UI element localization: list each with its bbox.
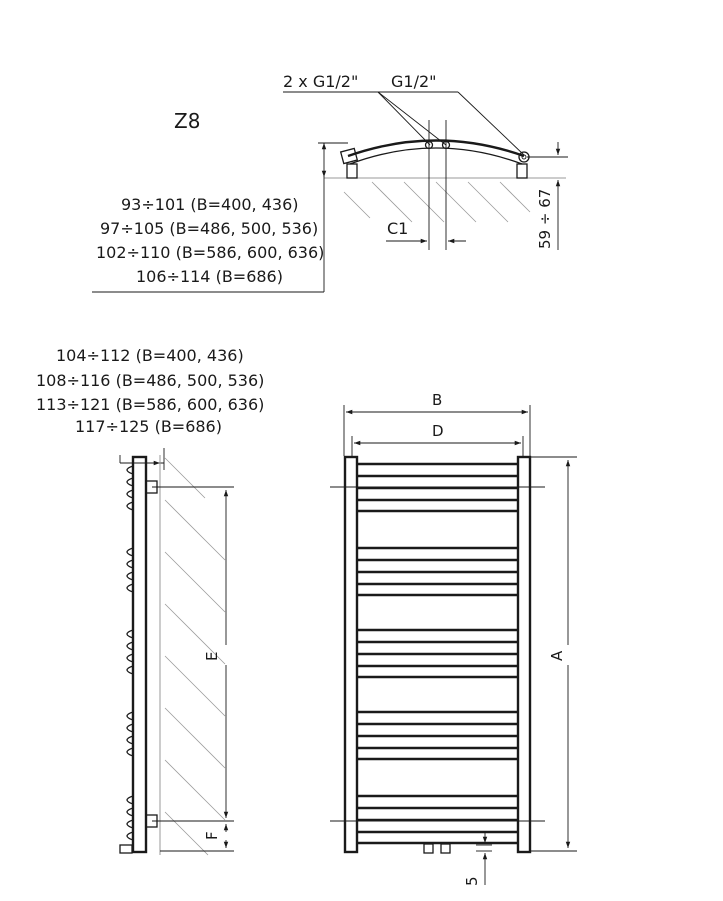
top-view: 2 x G1/2" G1/2" C: [92, 72, 568, 293]
side-depth-line-3: 113÷121 (B=586, 600, 636): [36, 395, 264, 414]
top-depth-line-2: 97÷105 (B=486, 500, 536): [100, 219, 318, 238]
top-depth-line-1: 93÷101 (B=400, 436): [121, 195, 299, 214]
side-depth-line-1: 104÷112 (B=400, 436): [56, 346, 244, 365]
top-view-wall-hatch: [343, 181, 531, 223]
side-view-wall-hatch: [164, 457, 226, 856]
bottom-gap-label: 5: [463, 876, 481, 886]
top-depth-line-4: 106÷114 (B=686): [136, 267, 283, 286]
connection-label-double: 2 x G1/2": [283, 72, 358, 91]
front-view: B D A: [330, 391, 577, 886]
top-view-collector: [347, 139, 525, 158]
side-view-frame: [131, 455, 148, 854]
c1-label: C1: [387, 219, 408, 238]
side-depth-line-2: 108÷116 (B=486, 500, 536): [36, 371, 264, 390]
top-depth-line-3: 102÷110 (B=586, 600, 636): [96, 243, 324, 262]
b-label: B: [432, 391, 442, 409]
side-view-rungs: [119, 465, 134, 854]
side-view: 104÷112 (B=400, 436) 108÷116 (B=486, 500…: [36, 346, 264, 856]
d-label: D: [432, 422, 444, 440]
e-label: E: [203, 652, 221, 661]
model-label: Z8: [174, 109, 200, 133]
front-view-rungs: [357, 462, 518, 845]
a-label: A: [548, 650, 566, 661]
connection-label-single: G1/2": [391, 72, 437, 91]
front-view-left-tube: [343, 455, 359, 854]
f-label: F: [203, 831, 221, 840]
wall-distance-label: 59 ÷ 67: [536, 189, 554, 249]
front-view-right-tube: [516, 455, 532, 854]
side-depth-line-4: 117÷125 (B=686): [75, 417, 222, 436]
